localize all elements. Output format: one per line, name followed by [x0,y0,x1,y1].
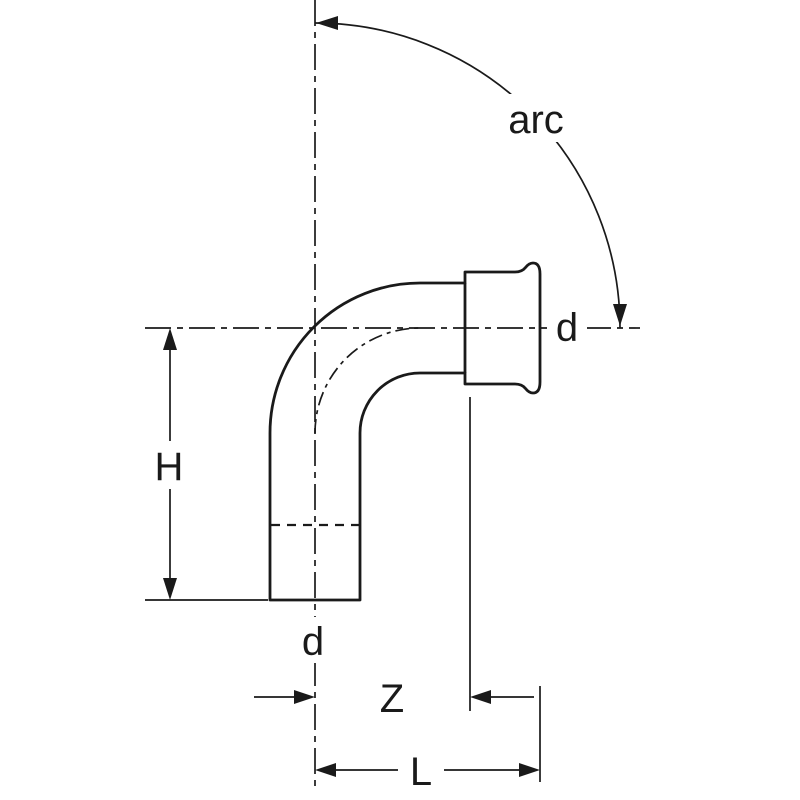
h-dimension-label: H [155,445,184,489]
bend-centerline [314,327,421,434]
arc-label-bg [494,94,578,142]
d-right-label: d [556,306,578,350]
h-label-bg [148,441,190,489]
arc-dimension-curve [314,22,621,329]
arc-arrow-top-icon [316,16,338,30]
labels: arc H d d Z L [155,98,579,794]
arc-arrow-bottom-icon [613,304,627,326]
l-dimension-label: L [410,750,432,794]
h-arrow-down-icon [163,578,177,600]
arc-label: arc [508,98,564,142]
arrowheads [163,16,627,777]
d-right-label-bg [547,303,587,349]
z-dimension-label: Z [380,677,404,721]
label-backgrounds [148,94,587,663]
z-arrow-left-icon [470,690,491,704]
d-bottom-label: d [302,620,324,664]
l-arrow-left-icon [315,763,336,777]
h-arrow-up-icon [163,328,177,350]
l-arrow-right-icon [519,763,540,777]
fitting-outline [268,261,542,602]
z-arrow-right-icon [294,690,315,704]
d-bottom-label-bg [293,617,333,663]
